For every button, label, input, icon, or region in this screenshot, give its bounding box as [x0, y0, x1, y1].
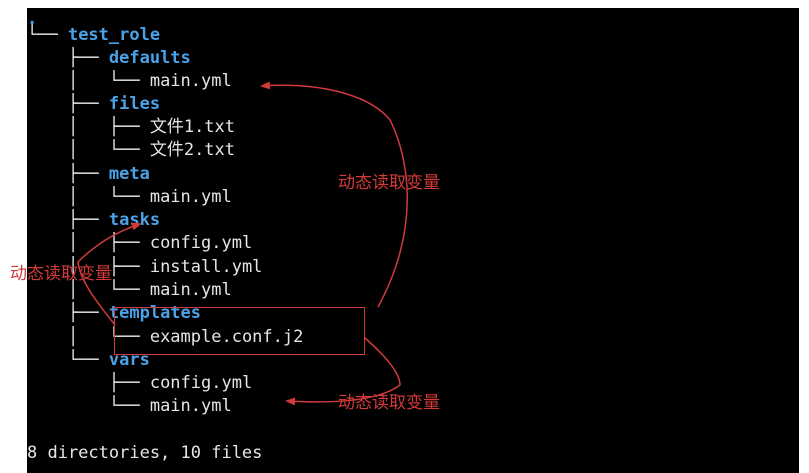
file-name: main.yml — [149, 71, 232, 91]
annotation-label-vars: 动态读取变量 — [338, 393, 440, 413]
tree-connector: └── — [27, 350, 109, 370]
file-name: 文件1.txt — [149, 117, 236, 137]
tree-connector: │ └── — [27, 187, 150, 207]
tree-connector: └── — [27, 25, 68, 45]
tree-connector: │ ├── — [27, 117, 150, 137]
tree-line-template-file: │ └── example.conf.j2 — [27, 326, 303, 349]
tree-line-files: ├── files — [27, 93, 160, 116]
tree-connector: │ └── — [27, 140, 150, 160]
templates-highlight-box — [114, 307, 365, 355]
directory-name: files — [108, 94, 161, 114]
file-name: install.yml — [149, 257, 263, 277]
file-name: main.yml — [149, 280, 232, 300]
terminal-window: . └── test_role ├── defaults │ └── main.… — [27, 8, 799, 473]
annotation-label-defaults: 动态读取变量 — [338, 173, 440, 193]
tree-connector: │ └── — [27, 71, 150, 91]
file-name: config.yml — [149, 233, 253, 253]
tree-connector: ├── — [27, 94, 109, 114]
tree-line-meta-main: │ └── main.yml — [27, 186, 232, 209]
file-name: main.yml — [149, 187, 232, 207]
tree-root: . — [27, 9, 38, 29]
annotation-label-tasks: 动态读取变量 — [10, 264, 112, 284]
directory-name: meta — [108, 164, 150, 184]
file-name: config.yml — [149, 373, 253, 393]
tree-connector: ├── — [27, 373, 150, 393]
tree-connector: ├── — [27, 164, 109, 184]
tree-line-meta: ├── meta — [27, 163, 150, 186]
directory-name: defaults — [108, 48, 191, 68]
file-name: example.conf.j2 — [149, 327, 304, 347]
tree-summary: 8 directories, 10 files — [27, 443, 263, 463]
tree-line-defaults-main: │ └── main.yml — [27, 70, 232, 93]
directory-name: test_role — [67, 25, 161, 45]
tree-line-vars: └── vars — [27, 349, 150, 372]
tree-connector: ├── — [27, 210, 109, 230]
tree-line-file1: │ ├── 文件1.txt — [27, 116, 235, 139]
directory-name: vars — [108, 350, 150, 370]
tree-connector: ├── — [27, 48, 109, 68]
tree-connector: └── — [27, 396, 150, 416]
tree-line-test-role: └── test_role — [27, 24, 160, 47]
tree-line-defaults: ├── defaults — [27, 47, 191, 70]
tree-connector: │ └── — [27, 327, 150, 347]
tree-line-file2: │ └── 文件2.txt — [27, 139, 235, 162]
file-name: 文件2.txt — [149, 140, 236, 160]
tree-connector: │ ├── — [27, 233, 150, 253]
file-name: main.yml — [149, 396, 232, 416]
directory-name: tasks — [108, 210, 161, 230]
tree-line-vars-config: ├── config.yml — [27, 372, 252, 395]
tree-line-tasks: ├── tasks — [27, 209, 160, 232]
tree-line-tasks-config: │ ├── config.yml — [27, 232, 252, 255]
tree-line-vars-main: └── main.yml — [27, 395, 232, 418]
tree-connector: ├── — [27, 303, 109, 323]
